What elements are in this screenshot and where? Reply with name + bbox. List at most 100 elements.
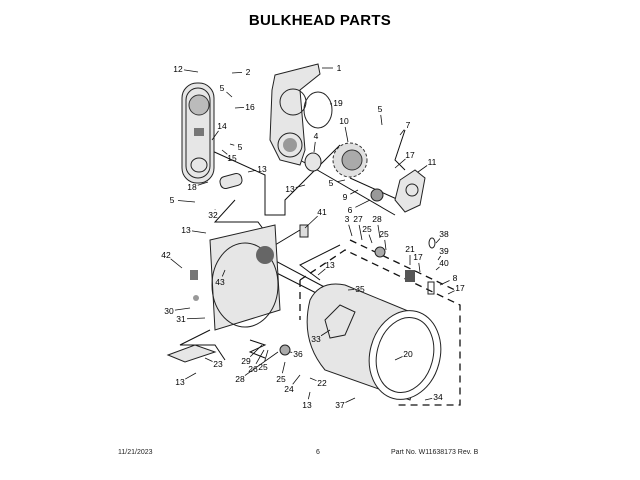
callout-17: 17: [447, 283, 465, 295]
callout-39: 39: [437, 246, 449, 261]
footer-page-number: 6: [316, 449, 320, 456]
callout-4: 4: [313, 131, 319, 153]
callout-20: 20: [394, 349, 413, 361]
callout-number: 17: [455, 283, 465, 293]
callout-25: 25: [276, 361, 286, 384]
callout-number: 36: [293, 349, 303, 359]
callout-number: 38: [439, 229, 449, 239]
callout-number: 9: [343, 192, 348, 202]
callout-number: 16: [245, 102, 255, 112]
callout-number: 5: [170, 195, 175, 205]
callout-25: 25: [379, 229, 389, 251]
callout-27: 27: [353, 214, 363, 241]
leader-line: [418, 262, 421, 273]
leader-line: [350, 189, 359, 195]
callout-15: 15: [221, 149, 237, 163]
callout-number: 1: [337, 63, 342, 73]
leader-line: [295, 184, 306, 188]
callout-number: 30: [164, 306, 174, 316]
part-19-seal: [303, 91, 333, 129]
leader-line: [347, 289, 355, 291]
leader-line: [355, 199, 371, 208]
callout-number: 5: [378, 104, 383, 114]
callout-number: 25: [276, 374, 286, 384]
callout-number: 13: [285, 184, 295, 194]
callout-number: 5: [329, 178, 334, 188]
callout-26: 26: [248, 349, 265, 374]
callout-5: 5: [378, 104, 383, 126]
leader-line: [320, 329, 331, 337]
callout-number: 22: [317, 378, 327, 388]
callout-22: 22: [309, 377, 327, 388]
leader-line: [399, 129, 405, 136]
leader-line: [204, 357, 213, 362]
leader-line: [197, 181, 209, 186]
callout-number: 34: [433, 392, 443, 402]
callout-17: 17: [413, 252, 423, 273]
callout-38: 38: [435, 229, 449, 244]
callout-1: 1: [322, 63, 342, 73]
callout-number: 18: [187, 182, 197, 192]
leader-line: [307, 391, 311, 400]
callout-number: 3: [345, 214, 350, 224]
callout-number: 26: [248, 364, 258, 374]
part-4-ring: [304, 152, 322, 172]
leader-line: [348, 224, 353, 237]
callout-30: 30: [164, 306, 191, 316]
callout-19: 19: [329, 98, 343, 108]
callout-number: 20: [403, 349, 413, 359]
callout-number: 19: [333, 98, 343, 108]
callout-13: 13: [175, 372, 197, 387]
leader-line: [424, 397, 433, 401]
leader-line: [368, 234, 373, 244]
callout-17: 17: [394, 150, 415, 169]
callout-number: 42: [161, 250, 171, 260]
leader-line: [255, 349, 265, 365]
callout-number: 31: [176, 314, 186, 324]
callout-35: 35: [347, 284, 365, 294]
leader-line: [317, 268, 326, 276]
leader-line: [292, 374, 301, 385]
leader-line: [170, 258, 183, 269]
callout-number: 5: [238, 142, 243, 152]
leader-line: [313, 141, 316, 153]
leader-line: [231, 71, 243, 74]
callout-13: 13: [302, 391, 312, 410]
callout-16: 16: [234, 102, 255, 112]
callout-5: 5: [170, 195, 196, 205]
leader-line: [435, 238, 441, 244]
callout-number: 13: [181, 225, 191, 235]
callout-40: 40: [435, 258, 449, 271]
leader-line: [221, 149, 228, 155]
callout-number: 25: [258, 362, 268, 372]
callout-21: 21: [405, 244, 415, 265]
leader-line: [191, 230, 207, 234]
part-11-blower-housing: [394, 169, 426, 213]
callout-42: 42: [161, 250, 183, 269]
callout-number: 15: [227, 153, 237, 163]
callout-number: 33: [311, 334, 321, 344]
connector-lines: [179, 129, 411, 361]
part-1-duct: [269, 63, 321, 166]
leader-line: [439, 280, 450, 286]
callout-number: 28: [372, 214, 382, 224]
callout-31: 31: [176, 314, 206, 324]
callout-number: 29: [241, 356, 251, 366]
part-23-bracket: [166, 344, 217, 363]
leader-line: [380, 114, 383, 126]
callout-number: 8: [453, 273, 458, 283]
footer-part-info: Part No. W11638173 Rev. B: [391, 449, 479, 456]
leader-line: [344, 126, 349, 143]
callout-29: 29: [241, 344, 263, 366]
callout-10: 10: [339, 116, 349, 143]
leader-line: [358, 224, 363, 241]
callout-33: 33: [311, 329, 331, 344]
callout-18: 18: [187, 181, 209, 192]
leader-line: [336, 179, 346, 183]
callout-number: 37: [335, 400, 345, 410]
leader-line: [186, 317, 206, 320]
part-14-panel: [181, 82, 215, 184]
leader-line: [234, 107, 245, 109]
callout-number: 13: [257, 164, 267, 174]
callout-6: 6: [348, 199, 371, 215]
